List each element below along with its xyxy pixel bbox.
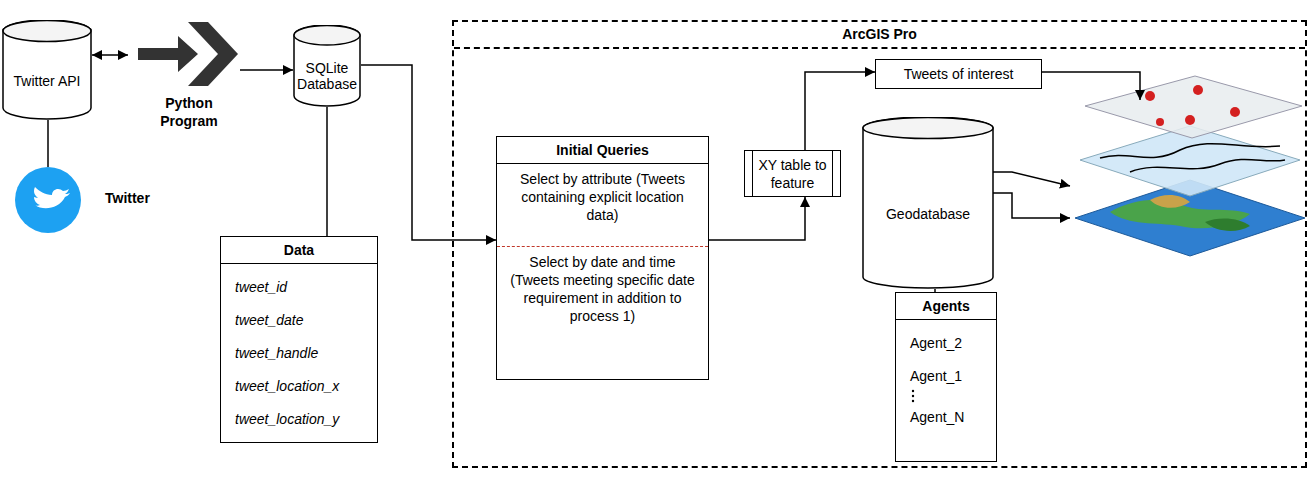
database-cylinder: Twitter API (2, 20, 92, 120)
cylinder-top (294, 26, 360, 46)
table-item: tweet_id (221, 278, 377, 297)
database-cylinder: Geodatabase (862, 117, 994, 289)
agents-table: AgentsAgent_2Agent_1Agent_N (895, 292, 997, 462)
connector (326, 107, 328, 236)
node-label: SQLite Database (293, 60, 361, 92)
logo-label: Twitter (105, 190, 150, 206)
dot (912, 395, 914, 397)
table-item: tweet_location_x (221, 377, 377, 396)
cylinder-body (294, 25, 360, 106)
database-cylinder: SQLite Database (293, 25, 361, 107)
connector (709, 197, 805, 240)
map-layers (1075, 76, 1305, 256)
connector (240, 69, 293, 71)
table-item: tweet_date (221, 311, 377, 330)
process-box: Tweets of interest (875, 59, 1042, 89)
cylinder-outline (2, 20, 92, 120)
process-side-line (752, 151, 753, 196)
query-box: Initial QueriesSelect by attribute (Twee… (496, 136, 709, 380)
dot (912, 390, 914, 392)
table-header: Data (221, 237, 377, 264)
cylinder-body (3, 20, 91, 119)
table-header: Agents (896, 293, 996, 320)
twitter-logo: Twitter (15, 167, 165, 233)
connector (361, 65, 496, 240)
bird (34, 187, 70, 208)
process-side-line (832, 151, 833, 196)
region-title: ArcGIS Pro (454, 22, 1305, 49)
cylinder-outline (862, 117, 994, 289)
node-label: Geodatabase (882, 206, 974, 222)
python-program: Python Program (128, 18, 240, 133)
logo-circle (15, 167, 81, 233)
cylinder-top (863, 118, 993, 139)
data-table: Data tweet_id tweet_date tweet_handle tweet_… (220, 236, 378, 443)
connector (92, 54, 128, 56)
connector (47, 120, 49, 167)
node-label: Tweets of interest (876, 63, 1041, 85)
query-text: Select by date and time (Tweets meeting … (497, 247, 708, 331)
table-item: Agent_N (896, 408, 996, 427)
icon-label: Python Program (128, 90, 240, 130)
query-text: Select by attribute (Tweets containing e… (497, 164, 708, 246)
node-label: XY table to feature (745, 153, 840, 195)
cylinder-top (3, 21, 91, 42)
ellipsis-dots (910, 388, 940, 404)
table-item: tweet_location_y (221, 410, 377, 429)
cylinder-body (863, 117, 993, 288)
table-item: Agent_1 (896, 367, 996, 386)
process-box: XY table to feature (744, 150, 841, 197)
table-item: Agent_2 (896, 334, 996, 353)
map-arrows (992, 72, 1140, 218)
node-label: Twitter API (10, 73, 85, 89)
box-header: Initial Queries (497, 137, 708, 164)
arrow (138, 36, 198, 72)
arcgis-region: ArcGIS ProInitial QueriesSelect by attri… (452, 20, 1307, 468)
table-item: tweet_handle (221, 344, 377, 363)
twitter-bird-icon (15, 167, 81, 233)
dot (912, 400, 914, 402)
dashed-separator (497, 246, 708, 247)
python-icon (128, 18, 240, 90)
